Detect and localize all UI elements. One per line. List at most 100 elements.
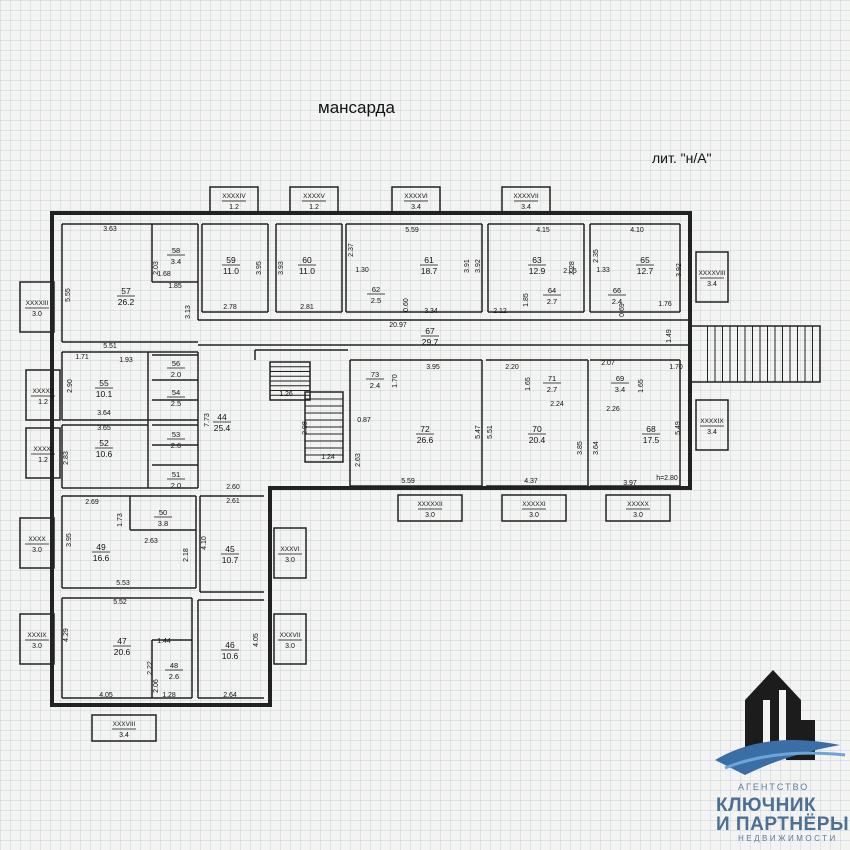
dimension-label: 1.65 bbox=[525, 377, 532, 391]
window-label: XXXXXI bbox=[522, 501, 546, 508]
dimension-label: 3.95 bbox=[256, 261, 263, 275]
room-area: 18.7 bbox=[421, 266, 438, 276]
room-area: 12.7 bbox=[637, 266, 654, 276]
dimension-label: 5.47 bbox=[475, 425, 482, 439]
dimension-label: 3.63 bbox=[103, 226, 117, 233]
dimension-label: 2.98 bbox=[302, 421, 309, 435]
dimension-label: 2.05 bbox=[563, 268, 577, 275]
dimension-label: 2.18 bbox=[183, 548, 190, 562]
room-area: 2.7 bbox=[547, 385, 557, 394]
room-area: 2.0 bbox=[171, 370, 181, 379]
dimension-label: 4.37 bbox=[524, 478, 538, 485]
room-number: 72 bbox=[420, 424, 430, 434]
dimension-label: 4.05 bbox=[253, 633, 260, 647]
room-number: 59 bbox=[226, 255, 236, 265]
dimension-label: 4.10 bbox=[630, 227, 644, 234]
window-box bbox=[209, 186, 259, 214]
room-number: 50 bbox=[159, 508, 167, 517]
dimension-label: 1.30 bbox=[355, 267, 369, 274]
dimension-label: 3.92 bbox=[676, 263, 683, 277]
dimension-label: 5.51 bbox=[487, 425, 494, 439]
dimension-label: 5.52 bbox=[113, 599, 127, 606]
window-box bbox=[273, 613, 307, 665]
room-area: 2.6 bbox=[171, 441, 181, 450]
room-area: 12.9 bbox=[529, 266, 546, 276]
room-number: 48 bbox=[170, 661, 178, 670]
dimension-label: 1.76 bbox=[658, 301, 672, 308]
room-number: 69 bbox=[616, 374, 624, 383]
window-label: XXXXI bbox=[33, 446, 52, 453]
room-number: 58 bbox=[172, 246, 180, 255]
dimension-label: 4.29 bbox=[63, 628, 70, 642]
dimension-label: 3.64 bbox=[97, 410, 111, 417]
window-box bbox=[605, 494, 671, 522]
dimension-label: 3.85 bbox=[577, 441, 584, 455]
dimension-label: 3.64 bbox=[593, 441, 600, 455]
dimension-label: 1.68 bbox=[157, 271, 171, 278]
dimension-label: 3.95 bbox=[426, 364, 440, 371]
window-label: XXXVI bbox=[280, 546, 299, 553]
room-area: 20.4 bbox=[529, 435, 546, 445]
window-area: 1.2 bbox=[309, 204, 319, 211]
logo-line-1: КЛЮЧНИК bbox=[716, 795, 817, 816]
window-label: XXXXV bbox=[303, 193, 325, 200]
window-label: XXXXXII bbox=[417, 501, 442, 508]
window-area: 1.2 bbox=[229, 204, 239, 211]
external-stairs bbox=[689, 325, 821, 383]
room-number: 70 bbox=[532, 424, 542, 434]
room-number: 54 bbox=[172, 388, 180, 397]
liter-label: лит. "н/А" bbox=[652, 150, 712, 166]
room-area: 3.8 bbox=[158, 519, 168, 528]
window-area: 1.2 bbox=[38, 457, 48, 464]
window-area: 3.4 bbox=[119, 732, 129, 739]
dimension-label: 5.55 bbox=[65, 288, 72, 302]
dimension-label: 1.28 bbox=[162, 692, 176, 699]
room-area: 10.6 bbox=[222, 651, 239, 661]
window-box bbox=[19, 613, 55, 665]
window-area: 3.0 bbox=[633, 512, 643, 519]
window-box bbox=[19, 517, 55, 569]
dimension-label: 0.87 bbox=[357, 417, 371, 424]
room-number: 62 bbox=[372, 285, 380, 294]
dimension-label: 1.70 bbox=[669, 364, 683, 371]
dimension-label: 0.60 bbox=[403, 298, 410, 312]
dimension-label: 1.71 bbox=[75, 354, 89, 361]
dimension-label: 5.59 bbox=[401, 478, 415, 485]
room-area: 2.5 bbox=[171, 399, 181, 408]
dimension-label: 3.34 bbox=[424, 308, 438, 315]
logo-main-text: КЛЮЧНИК И ПАРТНЁРЫ bbox=[716, 796, 849, 834]
logo-line-2: И ПАРТНЁРЫ bbox=[716, 814, 850, 835]
room-number: 52 bbox=[99, 438, 109, 448]
dimension-label: 7.73 bbox=[204, 413, 211, 427]
dimension-label: 4.05 bbox=[99, 692, 113, 699]
dimension-label: 1.85 bbox=[523, 293, 530, 307]
room-number: 63 bbox=[532, 255, 542, 265]
dimension-label: 2.20 bbox=[505, 364, 519, 371]
room-area: 2.4 bbox=[370, 381, 380, 390]
dimension-label: 2.78 bbox=[223, 304, 237, 311]
dimension-label: 3.13 bbox=[185, 305, 192, 319]
dimension-label: 2.69 bbox=[85, 499, 99, 506]
dimension-label: 2.26 bbox=[606, 406, 620, 413]
room-number: 66 bbox=[613, 286, 621, 295]
dimension-label: 1.44 bbox=[157, 638, 171, 645]
dimension-label: 3.92 bbox=[475, 259, 482, 273]
room-number: 45 bbox=[225, 544, 235, 554]
page-title: мансарда bbox=[318, 98, 395, 117]
dimension-label: 3.97 bbox=[623, 480, 637, 487]
dimension-label: 2.90 bbox=[67, 379, 74, 393]
window-box bbox=[25, 427, 61, 479]
room-area: 3.4 bbox=[615, 385, 625, 394]
dimension-label: 3.95 bbox=[66, 533, 73, 547]
room-area: 11.0 bbox=[223, 266, 239, 276]
window-box bbox=[289, 186, 339, 214]
dimension-label: 2.35 bbox=[593, 249, 600, 263]
window-box bbox=[501, 186, 551, 214]
room-area: 2.4 bbox=[612, 297, 622, 306]
dimension-label: 1.73 bbox=[117, 513, 124, 527]
dimension-label: 2.28 bbox=[569, 261, 576, 275]
dimension-label: 1.70 bbox=[392, 374, 399, 388]
room-area: 2.7 bbox=[547, 297, 557, 306]
window-box bbox=[25, 369, 61, 421]
